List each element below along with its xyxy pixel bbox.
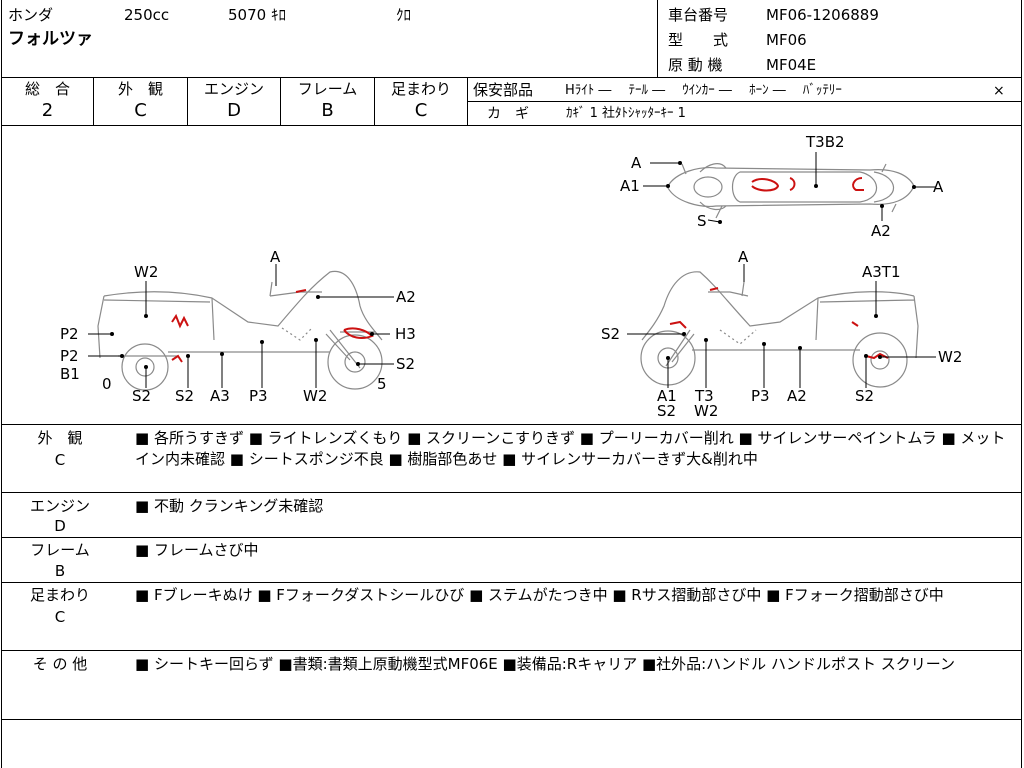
top-label-t3b2: T3B2 (805, 133, 845, 151)
right-label-w2: W2 (938, 348, 962, 366)
detail-other-label: そ の 他 (32, 655, 88, 673)
detail-engine-label: エンジン (29, 497, 90, 515)
frame-grade-label: フレーム (297, 80, 358, 98)
color: ｸﾛ (396, 6, 412, 24)
left-label-p3: P3 (249, 387, 268, 405)
left-label-five: 5 (377, 375, 387, 393)
detail-suspension-grade: C (54, 608, 66, 626)
left-label-a3: A3 (210, 387, 230, 405)
rule-grades (1, 125, 1022, 126)
type-value: MF06 (766, 31, 807, 49)
damage-diagram: A A1 S T3B2 A A2 W2 A A2 P2 H3 P2 B1 S2 … (60, 133, 962, 420)
left-label-s2: S2 (132, 387, 151, 405)
exterior-grade: C (134, 100, 147, 121)
engine-label: 原 動 機 (668, 56, 723, 74)
displacement: 250cc (124, 6, 170, 24)
rule-row3 (1, 582, 1022, 583)
detail-suspension-label: 足まわり (29, 586, 90, 604)
exterior-label: 外 観 (117, 80, 163, 98)
suspension-grade-label: 足まわり (390, 80, 451, 98)
key-info: ｶｷﾞ 1 社ﾀﾄｼｬｯﾀｰｷｰ 1 (566, 106, 686, 121)
left-label-p2b: P2 (60, 347, 79, 365)
top-label-s: S (697, 212, 707, 230)
rule-row1 (1, 492, 1022, 493)
left-label-w2: W2 (134, 263, 158, 281)
frame-no: MF06-1206889 (766, 6, 879, 24)
left-label-s2-right: S2 (396, 355, 415, 373)
left-label-s2b: S2 (175, 387, 194, 405)
detail-other-text: ■ シートキー回らず ■書類:書類上原動機型式MF06E ■装備品:Rキャリア … (135, 655, 955, 673)
left-label-p2: P2 (60, 325, 79, 343)
safety-title: 保安部品 (473, 81, 534, 99)
left-label-w2b: W2 (303, 387, 327, 405)
suspension-grade: C (414, 100, 428, 121)
right-label-s2: S2 (601, 325, 620, 343)
scooter-left-side-view (97, 270, 383, 391)
left-label-h3: H3 (395, 325, 416, 343)
detail-exterior-label: 外 観 (37, 429, 83, 447)
engine-grade-label: エンジン (203, 80, 264, 98)
engine-value: MF04E (766, 56, 817, 74)
left-label-zero: 0 (102, 375, 112, 393)
top-label-a-right: A (933, 178, 944, 196)
detail-engine-grade: D (54, 517, 66, 535)
detail-frame-text: ■ フレームさび中 (135, 541, 259, 559)
scooter-right-side-view (640, 271, 919, 388)
frame-left (1, 0, 2, 768)
rule-diagram (1, 424, 1022, 425)
rule-g2 (187, 77, 188, 125)
left-label-b1: B1 (60, 365, 80, 383)
right-label-t3: T3 (694, 387, 714, 405)
detail-exterior-grade: C (54, 451, 66, 469)
rule-row2 (1, 537, 1022, 538)
rule-g4 (374, 77, 375, 125)
scooter-top-view (667, 163, 915, 219)
rule-row5 (1, 719, 1022, 720)
rule-header-split (657, 0, 658, 77)
engine-grade: D (227, 100, 241, 121)
right-label-s2c: S2 (657, 402, 676, 420)
frame-no-label: 車台番号 (668, 6, 729, 24)
rule-header (1, 77, 1022, 78)
overall-grade: 2 (41, 100, 54, 121)
left-label-a: A (270, 248, 281, 266)
damage-marks (171, 177, 889, 363)
detail-frame-label: フレーム (30, 541, 90, 559)
right-label-a: A (738, 248, 749, 266)
right-label-s2b: S2 (855, 387, 874, 405)
detail-exterior-text: ■ 各所うすきず ■ ライトレンズくもり ■ スクリーンこすりきず ■ プーリー… (135, 429, 1006, 468)
model-name: フォルツァ (8, 29, 93, 49)
top-label-a2: A2 (871, 222, 891, 240)
right-label-w2b: W2 (694, 402, 718, 420)
maker: ホンダ (8, 6, 54, 24)
battery-mark: × (993, 83, 1005, 99)
overall-label: 総 合 (24, 80, 70, 98)
mileage: 5070 ｷﾛ (228, 6, 286, 24)
right-label-a3t1: A3T1 (862, 263, 901, 281)
right-label-a1: A1 (657, 387, 677, 405)
type-label: 型 式 (668, 31, 729, 49)
top-label-a: A (631, 154, 642, 172)
detail-frame-grade: B (54, 562, 66, 580)
key-label: カ ギ (487, 106, 529, 122)
right-label-p3: P3 (751, 387, 770, 405)
top-label-a1: A1 (620, 177, 640, 195)
detail-suspension-text: ■ Fブレーキぬけ ■ Fフォークダストシールひび ■ ステムがたつき中 ■ R… (135, 586, 944, 604)
rule-row4 (1, 650, 1022, 651)
right-label-a2: A2 (787, 387, 807, 405)
rule-safety-split (467, 101, 1022, 102)
left-label-a2: A2 (396, 288, 416, 306)
detail-engine-text: ■ 不動 クランキング未確認 (135, 497, 324, 515)
frame-grade: B (321, 100, 334, 121)
frame-right (1021, 0, 1022, 768)
rule-g3 (280, 77, 281, 125)
rule-g1 (93, 77, 94, 125)
safety-items: Hﾗｲﾄ ― ﾃｰﾙ ― ｳｲﾝｶｰ ― ﾎｰﾝ ― ﾊﾞｯﾃﾘｰ (565, 83, 842, 98)
